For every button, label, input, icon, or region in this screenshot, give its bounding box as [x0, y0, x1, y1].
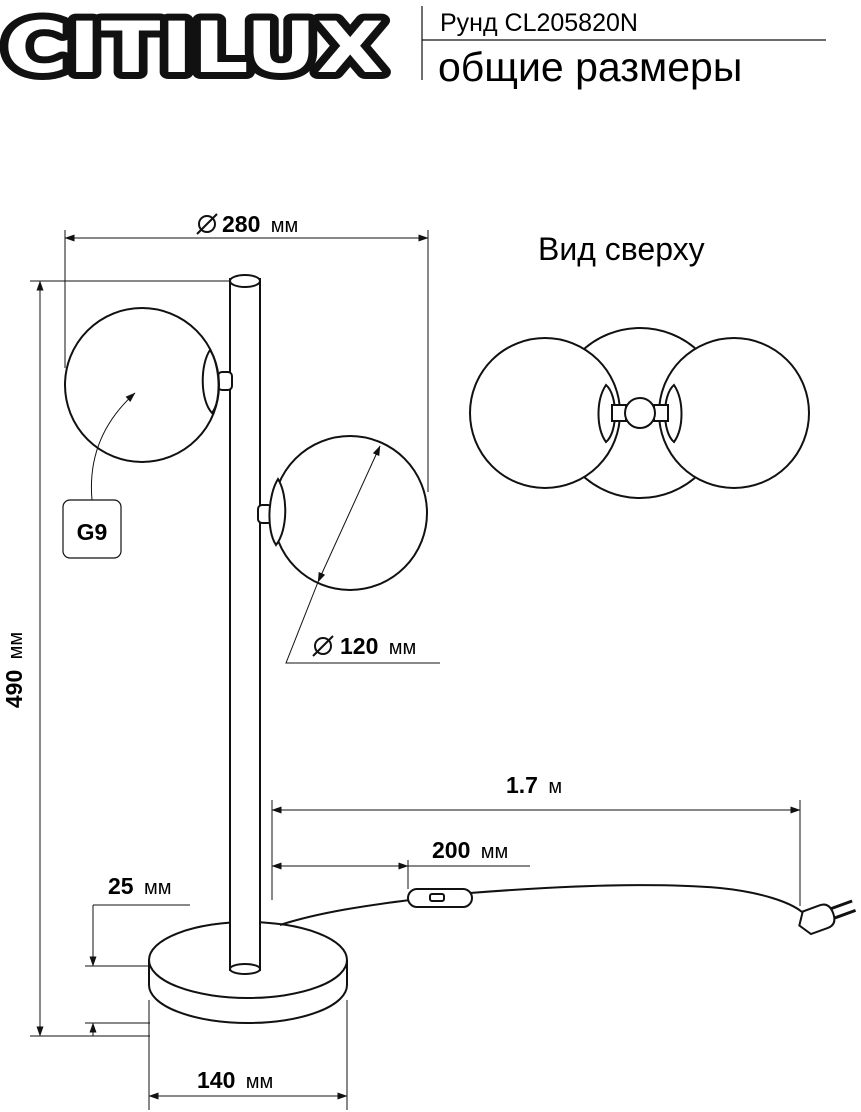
top-view-stem [624, 397, 656, 429]
top-view-holder-right [664, 383, 683, 444]
holder-upper-mount [217, 371, 233, 391]
width-label: 280 мм [222, 211, 298, 237]
top-view-holder-left [597, 383, 616, 444]
socket-callout-box [62, 499, 122, 559]
holder-lower [268, 477, 287, 547]
page-subtitle: общие размеры [438, 44, 742, 90]
stem-top [229, 274, 261, 288]
height-label: 490 мм [1, 632, 27, 708]
holder-upper [201, 348, 220, 415]
top-view-mount-right [653, 404, 669, 422]
brand-logo: CITILUX [4, 7, 384, 89]
header: CITILUX Рунд CL205820N общие размеры [0, 0, 826, 96]
stem-foot [229, 963, 261, 975]
lamp-stem [229, 278, 261, 971]
socket-leader [90, 392, 136, 501]
socket-label: G9 [77, 519, 108, 545]
lamp-side-view [64, 274, 857, 1024]
shade-upper [64, 307, 220, 463]
top-view-mount-left [611, 404, 627, 422]
diameter-icon [312, 635, 334, 657]
model-name: Рунд CL205820N [440, 9, 638, 37]
top-view-shade-left [469, 337, 621, 489]
top-view [469, 327, 810, 499]
shade-dimension-line [317, 445, 381, 583]
power-plug-icon [798, 899, 857, 936]
dimension-lines [30, 230, 801, 1110]
base-diameter-label: 140 мм [197, 1067, 273, 1093]
top-view-label: Вид сверху [538, 231, 705, 267]
diameter-icon [196, 213, 218, 235]
switch-distance-label: 200 мм [432, 837, 508, 863]
base-height-label: 25 мм [108, 873, 171, 899]
shade-diameter-label: 120 мм [340, 633, 416, 659]
cord-length-label: 1.7 м [506, 772, 562, 798]
power-cord [279, 899, 411, 926]
